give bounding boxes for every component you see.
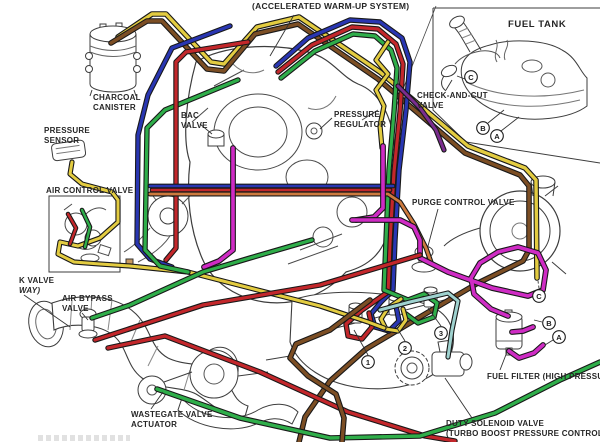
marker-circle-letter-c <box>532 289 546 303</box>
leader-fuel-filter <box>499 351 508 371</box>
hose-red-cross-lower <box>106 334 457 442</box>
air-cleaner-art <box>443 175 567 275</box>
fuel-tank-art <box>449 15 588 120</box>
leader-duty-solenoid-valve <box>444 377 473 419</box>
hose-red-cross-upper <box>93 253 422 342</box>
cut-off-text-artifact <box>38 435 130 441</box>
leader-inset-c <box>456 75 466 80</box>
leader-num-2 <box>396 327 406 342</box>
hoses-layer <box>55 11 600 442</box>
marker-circle-num-3 <box>434 326 448 340</box>
marker-text-inset-a: A <box>494 132 500 141</box>
hose-left-red <box>164 40 250 262</box>
hose-acv-inset-red <box>66 212 78 246</box>
hose-canister-yellow <box>116 12 539 280</box>
leader-wastegate-valve-actuator <box>150 391 164 410</box>
hose-green-bypass <box>90 238 314 320</box>
hose-green-wastegate <box>155 360 600 440</box>
leader-pressure-regulator <box>319 117 333 130</box>
marker-text-inset-b: B <box>480 124 486 133</box>
leader-num-1 <box>353 329 369 356</box>
pressure-regulator-art <box>305 122 323 140</box>
hose-magenta-filter-a <box>507 343 545 360</box>
hose-sensor-yellow <box>56 160 386 330</box>
alternator-art <box>123 191 191 263</box>
marker-circle-letter-a <box>552 330 566 344</box>
marker-text-letter-c: C <box>536 292 542 301</box>
fuel-tank-inset <box>432 7 600 164</box>
leader-check-and-cut-valve <box>445 79 453 91</box>
leader-letter-b <box>533 319 543 323</box>
leader-check-valve-one-way <box>23 294 71 328</box>
marker-text-letter-a: A <box>556 333 562 342</box>
marker-circle-inset-c <box>464 70 478 84</box>
hose-arc-green <box>279 32 439 325</box>
marker-text-letter-b: B <box>546 319 552 328</box>
leader-solenoid-note <box>269 14 295 57</box>
hose-magenta-filter-b <box>510 325 535 334</box>
leader-air-bypass-valve <box>81 312 89 321</box>
leader-bac-valve <box>199 123 213 135</box>
marker-text-inset-c: C <box>468 73 474 82</box>
marker-circle-inset-a <box>490 129 504 143</box>
marker-text-num-2: 2 <box>403 344 407 353</box>
marker-text-num-1: 1 <box>366 358 370 367</box>
check-and-cut-valve-art <box>440 50 501 92</box>
hose-cyan-boost <box>378 291 460 359</box>
marker-circle-num-2 <box>398 341 412 355</box>
hose-magenta-purge <box>350 218 548 318</box>
hose-canister-brown <box>109 19 531 442</box>
hose-violet-stub <box>396 84 446 152</box>
marker-circle-letter-b <box>542 316 556 330</box>
marker-circle-num-1 <box>361 355 375 369</box>
leader-num-3 <box>427 307 442 327</box>
pressure-sensor-art <box>51 139 87 162</box>
hose-orange-line <box>148 192 433 264</box>
leader-inset-a <box>500 116 520 132</box>
duty-solenoid-valve-art <box>431 339 473 377</box>
hose-brown-lower-s <box>288 298 372 442</box>
hose-acv-inset-green <box>80 208 92 249</box>
charcoal-canister-art <box>85 22 141 97</box>
marker-text-num-3: 3 <box>439 329 443 338</box>
hose-magenta-left <box>202 146 235 269</box>
marker-circle-inset-b <box>476 121 490 135</box>
top-label-leader <box>389 5 437 123</box>
bac-valve-art <box>207 129 225 147</box>
hose-arc-red <box>276 25 405 341</box>
leader-purge-control-valve <box>427 208 439 247</box>
leader-letter-a <box>544 339 554 346</box>
hose-warmup-yellow-wiggle <box>374 40 390 150</box>
air-bypass-valve-art <box>78 308 98 339</box>
leader-inset-b <box>487 109 505 124</box>
leader-letter-c <box>537 280 540 289</box>
